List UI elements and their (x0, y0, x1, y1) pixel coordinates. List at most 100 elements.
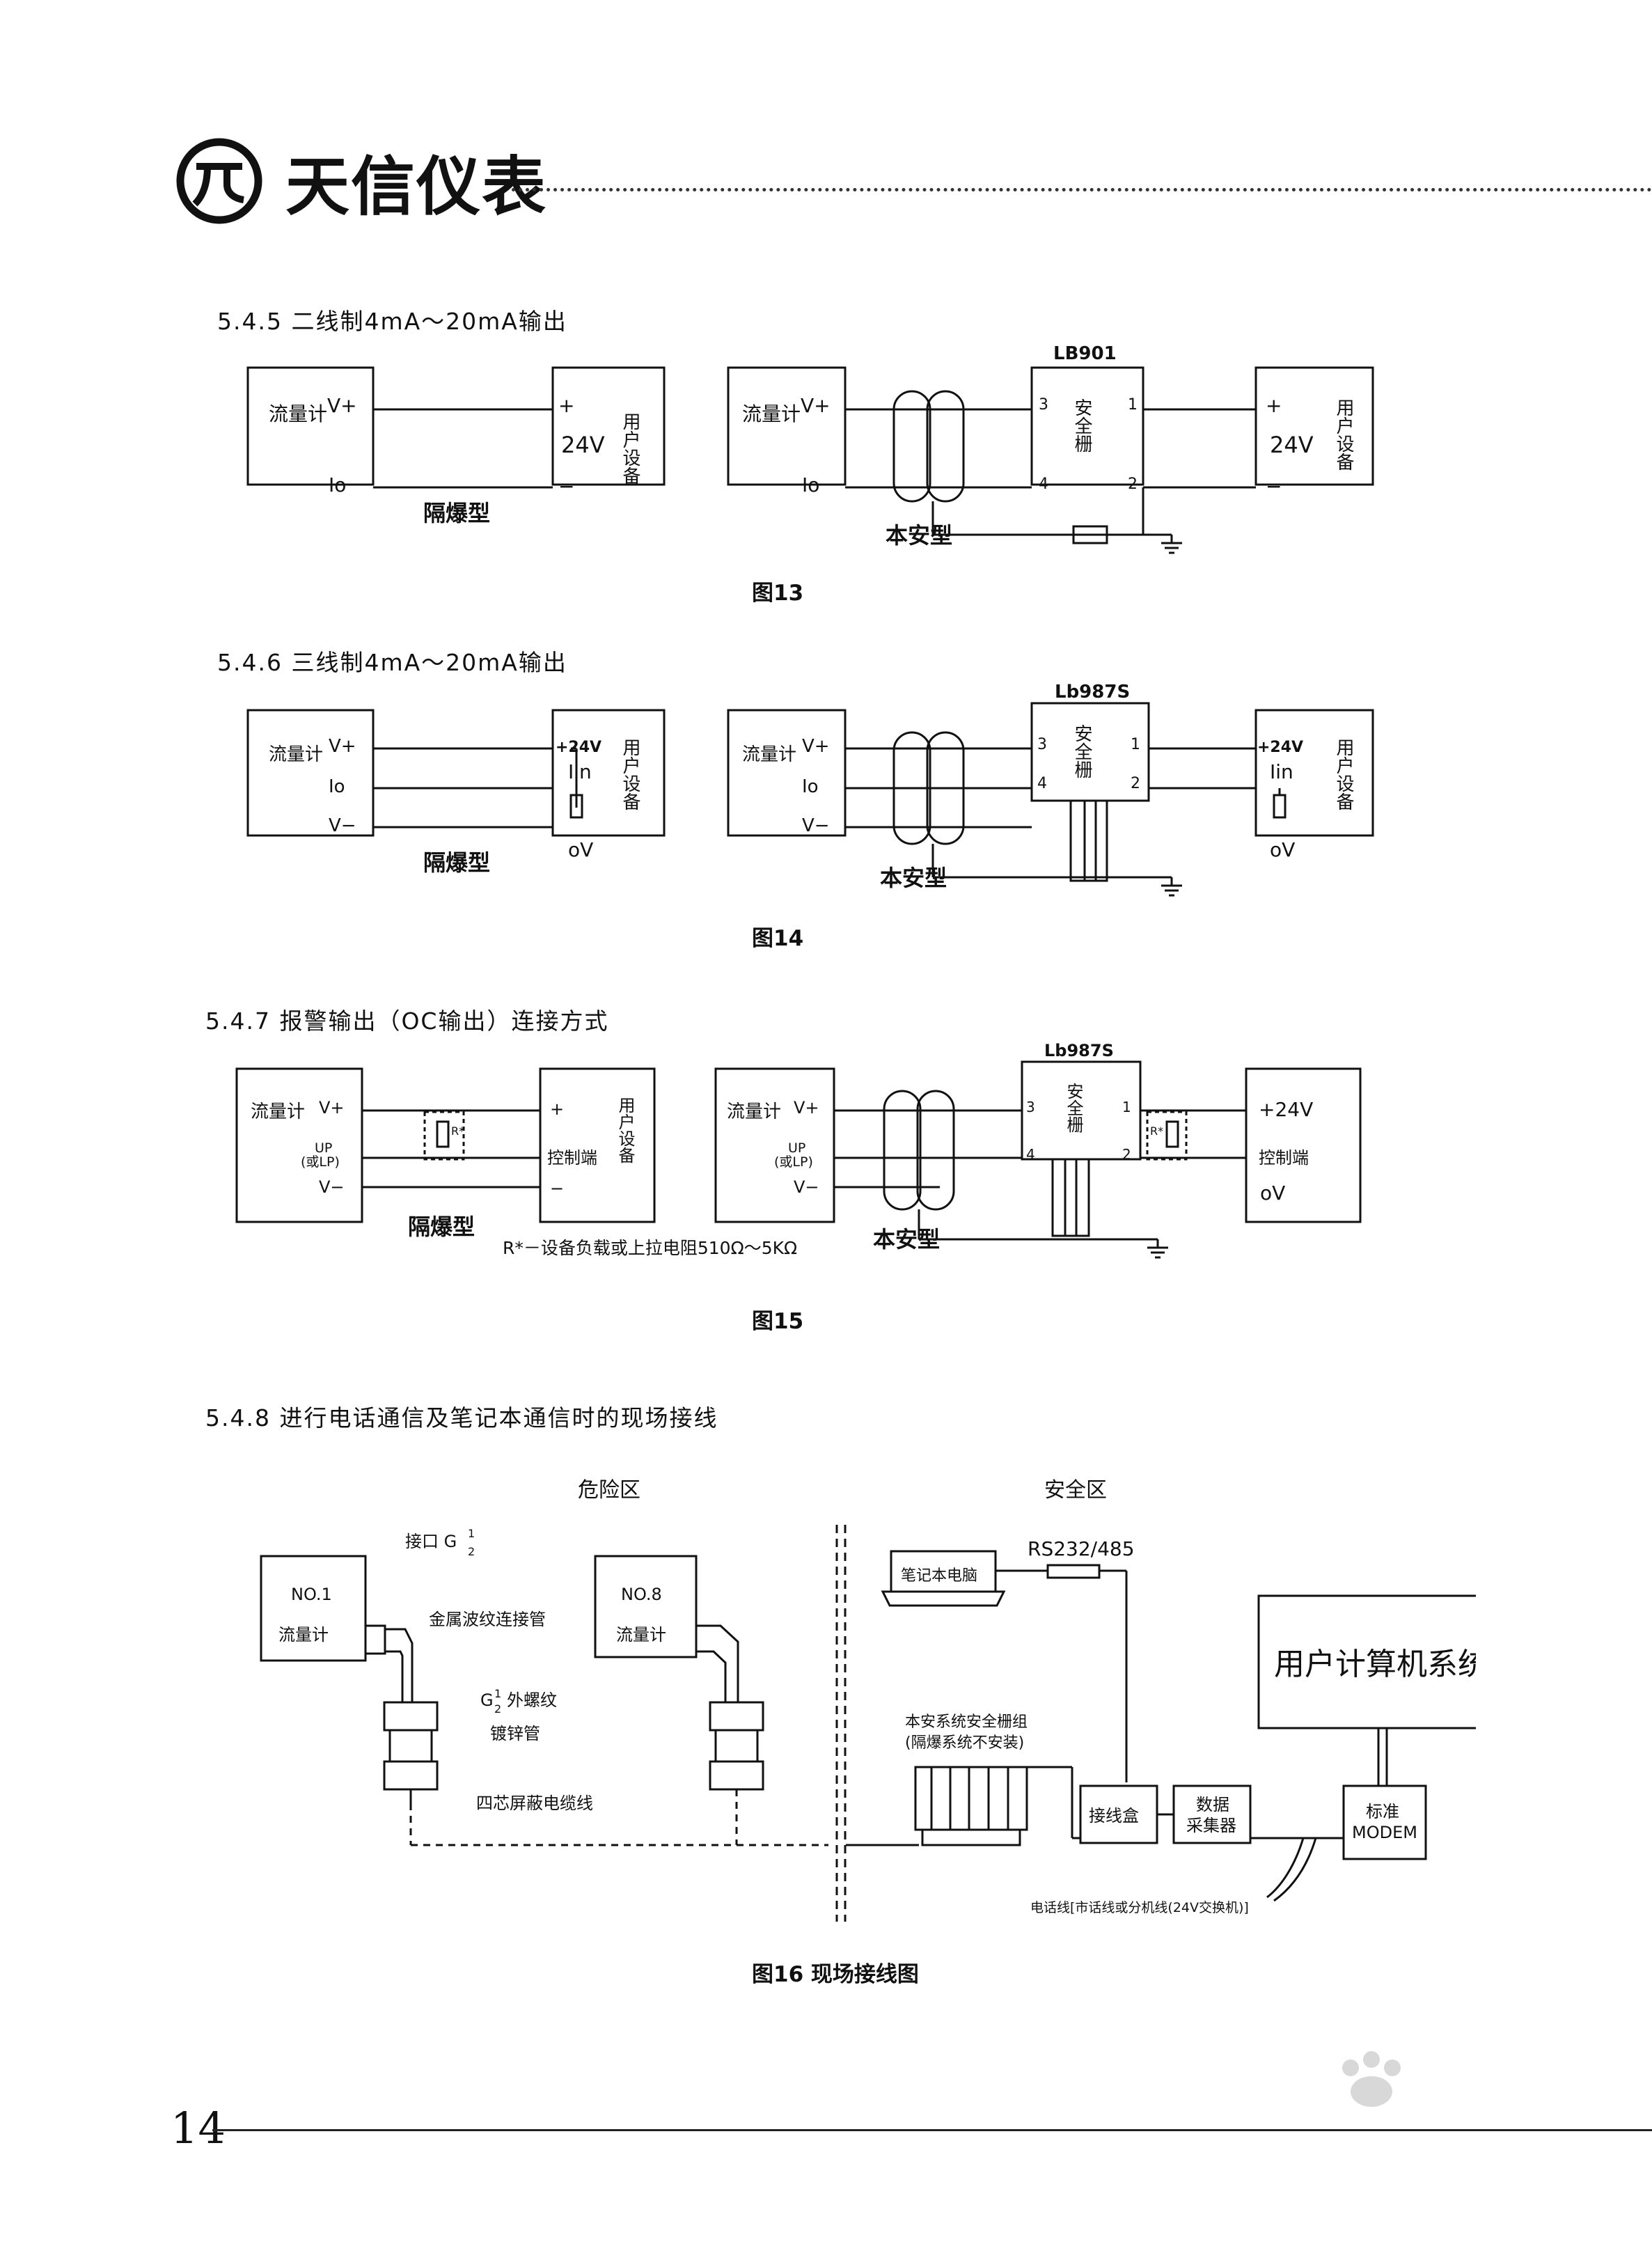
svg-text:本安型: 本安型 (886, 522, 952, 549)
svg-text:24V: 24V (1270, 432, 1314, 458)
figure-15-diagram: 流量计 V+ UP (或LP) V− R* + 控制端 − 用户设备 隔爆型 流… (235, 1041, 1362, 1259)
svg-text:安全栅: 安全栅 (1071, 724, 1092, 778)
svg-text:3: 3 (1037, 736, 1047, 753)
fig16-no1-flowmeter (260, 1555, 367, 1662)
fig13-left-meter-label: 流量计 (269, 402, 327, 425)
svg-text:金属波纹连接管: 金属波纹连接管 (429, 1610, 546, 1629)
svg-text:采集器: 采集器 (1186, 1816, 1236, 1835)
svg-text:oV: oV (1270, 838, 1295, 861)
svg-text:+24V: +24V (556, 739, 601, 756)
fig15-caption: 图15 (752, 1309, 804, 1334)
svg-text:3: 3 (1026, 1099, 1035, 1115)
header-dotted-rule (512, 188, 1652, 191)
svg-text:LB901: LB901 (1053, 343, 1117, 364)
svg-text:NO.8: NO.8 (621, 1585, 662, 1604)
svg-text:隔爆型: 隔爆型 (423, 849, 490, 876)
svg-text:24V: 24V (561, 432, 605, 458)
svg-text:外螺纹: 外螺纹 (507, 1690, 557, 1710)
section-title-545: 5.4.5 二线制4mA～20mA输出 (217, 308, 567, 335)
svg-text:Io: Io (329, 473, 346, 496)
svg-text:用户设备: 用户设备 (615, 1097, 635, 1163)
svg-text:流量计: 流量计 (251, 1101, 305, 1122)
fig16-modem (1342, 1784, 1427, 1860)
fig14-caption: 图14 (752, 926, 804, 951)
svg-text:3: 3 (1039, 396, 1048, 414)
svg-text:Io: Io (329, 776, 345, 797)
svg-text:用户计算机系统: 用户计算机系统 (1274, 1647, 1476, 1682)
svg-text:R*－设备负载或上拉电阻510Ω～5KΩ: R*－设备负载或上拉电阻510Ω～5KΩ (503, 1238, 797, 1258)
svg-text:控制端: 控制端 (547, 1148, 597, 1168)
svg-text:2: 2 (1128, 476, 1138, 493)
section-title-546: 5.4.6 三线制4mA～20mA输出 (217, 649, 567, 676)
svg-text:标准: 标准 (1366, 1802, 1399, 1821)
fig13-right-user-box (1254, 366, 1374, 486)
svg-text:V+: V+ (329, 736, 356, 757)
svg-text:1: 1 (1128, 396, 1138, 414)
svg-text:2: 2 (1122, 1146, 1131, 1163)
svg-text:V+: V+ (327, 394, 357, 417)
figure-14-diagram: 流量计 V+ Io V− +24V Iin oV 用户设备 隔爆型 流量计 V+… (246, 682, 1374, 897)
svg-text:1: 1 (1131, 736, 1140, 753)
fig13-cable-shield (892, 390, 931, 503)
svg-text:V+: V+ (802, 736, 830, 757)
svg-text:V−: V− (794, 1177, 819, 1197)
svg-text:−: − (558, 475, 574, 498)
svg-text:4: 4 (1037, 775, 1047, 792)
svg-text:+24V: +24V (1259, 1098, 1313, 1121)
svg-text:4: 4 (1039, 476, 1048, 493)
svg-text:控制端: 控制端 (1259, 1148, 1309, 1168)
svg-text:Lb987S: Lb987S (1055, 682, 1130, 703)
svg-text:流量计: 流量计 (742, 402, 801, 425)
svg-text:流量计: 流量计 (278, 1625, 329, 1645)
baidu-watermark-logo (1342, 2051, 1401, 2107)
svg-text:本安系统安全栅组: 本安系统安全栅组 (905, 1713, 1028, 1731)
svg-text:用户设备: 用户设备 (620, 738, 640, 810)
page-number: 14 (171, 2103, 226, 2153)
svg-text:本安型: 本安型 (873, 1226, 940, 1253)
svg-text:R*: R* (1150, 1124, 1163, 1138)
svg-text:RS232/485: RS232/485 (1028, 1537, 1135, 1560)
fig13-left-meter-box (246, 366, 375, 486)
fig16-no8-flowmeter (594, 1555, 698, 1658)
svg-text:G: G (480, 1690, 494, 1710)
svg-text:Io: Io (802, 776, 819, 797)
svg-text:(或LP): (或LP) (301, 1154, 340, 1170)
svg-text:四芯屏蔽电缆线: 四芯屏蔽电缆线 (476, 1794, 593, 1813)
svg-text:接线盒: 接线盒 (1089, 1806, 1139, 1826)
svg-text:Io: Io (802, 473, 819, 496)
svg-text:−: − (1266, 475, 1282, 498)
svg-text:安全区: 安全区 (1044, 1478, 1107, 1502)
section-title-548: 5.4.8 进行电话通信及笔记本通信时的现场接线 (205, 1404, 718, 1431)
svg-text:电话线[市话线或分机线(24V交换机)]: 电话线[市话线或分机线(24V交换机)] (1030, 1900, 1249, 1915)
brand-header: 天信仪表 (174, 132, 547, 230)
svg-text:隔爆型: 隔爆型 (408, 1214, 475, 1240)
svg-text:V−: V− (329, 815, 356, 836)
svg-text:用户设备: 用户设备 (620, 412, 640, 485)
svg-text:1: 1 (1122, 1099, 1131, 1115)
svg-text:流量计: 流量计 (727, 1101, 781, 1122)
svg-text:镀锌管: 镀锌管 (490, 1724, 540, 1743)
svg-text:+: + (1266, 394, 1282, 417)
fig13-right-meter-box (727, 366, 847, 486)
fig16-user-computer-system (1257, 1594, 1476, 1729)
svg-text:笔记本电脑: 笔记本电脑 (901, 1567, 977, 1585)
svg-text:oV: oV (568, 838, 593, 861)
section-title-547: 5.4.7 报警输出（OC输出）连接方式 (205, 1007, 609, 1035)
svg-text:V+: V+ (801, 394, 831, 417)
svg-text:流量计: 流量计 (616, 1625, 666, 1645)
svg-text:+24V: +24V (1257, 739, 1303, 756)
svg-text:(隔爆系统不安装): (隔爆系统不安装) (905, 1734, 1024, 1752)
svg-text:−: − (550, 1179, 564, 1198)
svg-text:1: 1 (494, 1687, 501, 1700)
svg-text:本安型: 本安型 (880, 865, 947, 891)
svg-text:2: 2 (468, 1545, 475, 1558)
fig13-left-user-box (551, 366, 666, 486)
figure-16-diagram: 危险区 安全区 NO.1 流量计 NO.8 流量计 接口 G 1 2 金属波纹连… (260, 1478, 1476, 1922)
brand-name: 天信仪表 (285, 149, 548, 224)
fig13-caption: 图13 (752, 581, 804, 606)
svg-text:Iin: Iin (1270, 760, 1293, 783)
svg-text:Lb987S: Lb987S (1044, 1041, 1114, 1060)
fig13-barrier-box (1030, 366, 1144, 486)
svg-text:NO.1: NO.1 (291, 1585, 332, 1604)
svg-text:安全栅: 安全栅 (1071, 398, 1092, 453)
